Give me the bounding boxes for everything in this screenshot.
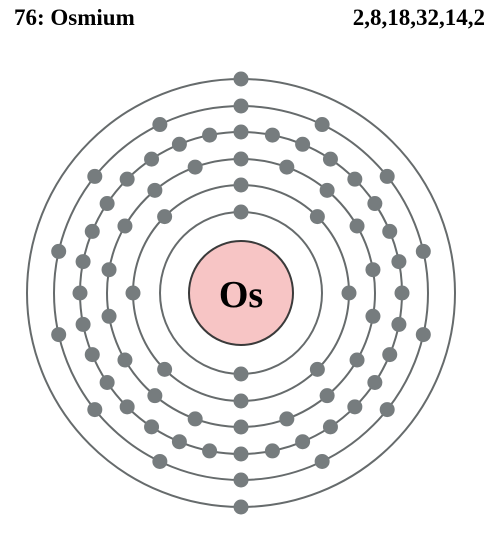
electron [171,434,187,450]
electron [233,151,249,167]
electron [99,196,115,212]
electron [147,182,163,198]
electron [101,308,117,324]
electron [233,71,249,87]
electron [84,223,100,239]
electron [157,361,173,377]
electron [379,168,395,184]
electron [147,388,163,404]
electron [319,388,335,404]
electron [144,419,160,435]
element-title: 76: Osmium [14,5,135,30]
element-symbol: Os [219,274,263,316]
electron-configuration: 2,8,18,32,14,2 [352,5,485,30]
electron [314,117,330,133]
electron [99,374,115,390]
electron [264,127,280,143]
electron [349,218,365,234]
electron [309,209,325,225]
electron [322,151,338,167]
electron [117,352,133,368]
electron [51,243,67,259]
electron [233,393,249,409]
electron [84,347,100,363]
electron [233,499,249,515]
electron [157,209,173,225]
electron [264,443,280,459]
electron [202,443,218,459]
electron [233,98,249,114]
electron-group [51,71,431,515]
electron [415,243,431,259]
electron [101,262,117,278]
electron [75,254,91,270]
electron [367,196,383,212]
electron [379,402,395,418]
electron [367,374,383,390]
electron [295,434,311,450]
electron [87,168,103,184]
electron [382,223,398,239]
electron [279,159,295,175]
electron [233,177,249,193]
electron [125,285,141,301]
electron [309,361,325,377]
electron [187,159,203,175]
electron [187,411,203,427]
electron [391,316,407,332]
electron [341,285,357,301]
electron [415,327,431,343]
electron [382,347,398,363]
electron [152,117,168,133]
electron [365,262,381,278]
electron [233,472,249,488]
electron [117,218,133,234]
electron [119,171,135,187]
electron [171,136,187,152]
electron [144,151,160,167]
electron [233,366,249,382]
electron [75,316,91,332]
electron [72,285,88,301]
electron [202,127,218,143]
nucleus [188,240,294,346]
electron [391,254,407,270]
electron [347,171,363,187]
electron [119,399,135,415]
electron [314,453,330,469]
electron [394,285,410,301]
electron [322,419,338,435]
electron [349,352,365,368]
electron [233,419,249,435]
electron [152,453,168,469]
electron [365,308,381,324]
electron [233,124,249,140]
electron [319,182,335,198]
electron [87,402,103,418]
electron [295,136,311,152]
electron [347,399,363,415]
electron [233,446,249,462]
electron [233,204,249,220]
electron [51,327,67,343]
electron [279,411,295,427]
